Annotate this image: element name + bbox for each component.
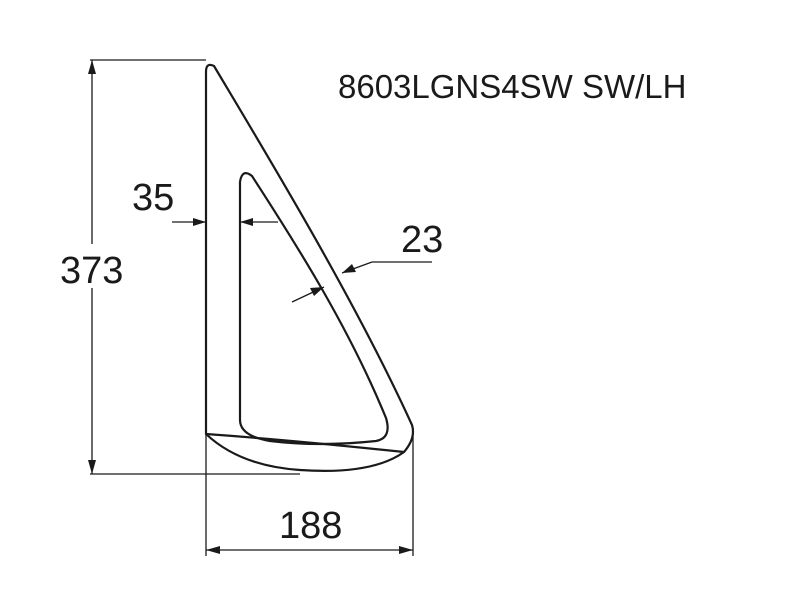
height-arrow-top [88, 60, 96, 74]
width-label: 188 [279, 505, 342, 547]
part-code-label: 8603LGNS4SW SW/LH [338, 68, 686, 105]
diagonal-frame-label: 23 [401, 219, 443, 261]
width-arrow-left [206, 546, 220, 554]
bottom-edge-line [205, 432, 405, 454]
diagonal-frame-arrow-inner [310, 287, 324, 296]
width-arrow-right [399, 546, 413, 554]
side-frame-arrow-left [193, 218, 206, 226]
width-dimension: 188 [205, 428, 414, 556]
height-label: 373 [60, 250, 123, 292]
side-frame-arrow-right [240, 218, 253, 226]
glass-inner-outline [238, 172, 389, 446]
height-arrow-bottom [88, 460, 96, 474]
diagonal-frame-dimension: 23 [291, 219, 443, 303]
diagonal-frame-arrow-outer [342, 264, 356, 273]
side-frame-dimension: 35 [132, 177, 278, 226]
height-dimension: 373 [56, 59, 300, 475]
side-frame-label: 35 [132, 177, 174, 219]
